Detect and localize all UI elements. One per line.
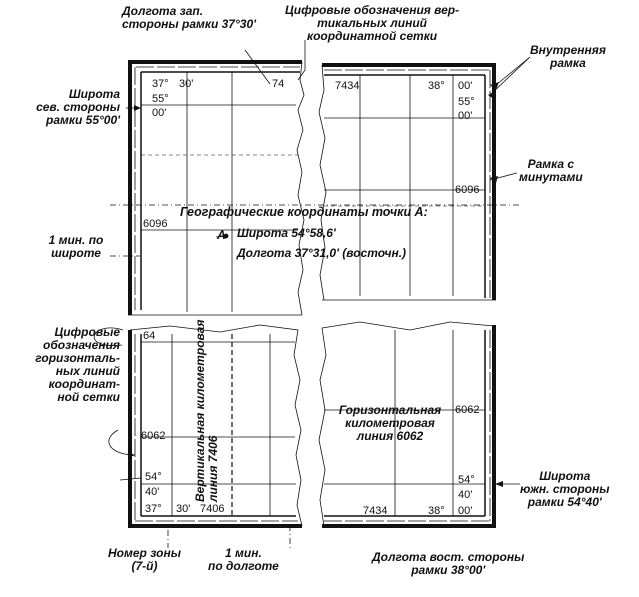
longitude-a-label: Долгота 37°31,0' (восточн.) [237,246,407,260]
br-00-minutes: 00' [458,505,473,517]
point-a-marker [223,233,229,239]
tr-7434: 7434 [335,80,360,92]
tr-38-degrees: 38° [428,80,445,92]
horizontal-km-line-label: Горизонтальная километровая линия 6062 [338,403,442,443]
bl-6062: 6062 [141,430,166,442]
br-6062: 6062 [455,404,480,416]
horizontal-digits-label: Цифровые обозначения горизонталь- ных ли… [35,325,120,404]
sheet-bottom-right [318,321,496,528]
sheet-top-right [318,63,496,301]
br-54-degrees: 54° [458,474,475,486]
one-min-latitude-label: 1 мин. по широте [48,233,104,260]
south-latitude-label: Широта южн. стороны рамки 54°40' [520,469,610,509]
tr-00-minutes-b: 00' [458,110,473,122]
bl-7406: 7406 [200,503,225,515]
bl-54-degrees: 54° [145,471,162,483]
br-38-degrees: 38° [428,505,445,517]
geo-coords-title: Географические координаты точки А: [180,205,428,219]
br-40-minutes: 40' [458,489,473,501]
tl-7406: 74 [272,78,285,90]
tl-30-minutes: 30' [179,78,194,90]
one-min-longitude-label: 1 мин. по долготе [208,546,279,573]
latitude-a-label: Широта 54°58,6' [237,226,336,240]
ml-6096: 6096 [143,218,168,230]
inner-frame-label: Внутренняя рамка [530,43,606,70]
tl-37-degrees: 37° [152,78,169,90]
point-a-label: А [217,228,226,242]
vertical-km-line-label: Вертикальная километровая линия 7406 [193,319,220,502]
tl-55-degrees: 55° [152,93,169,105]
bl-64: 64 [143,330,156,342]
arrow-heads [128,82,503,487]
sheet-top-left [128,60,305,316]
zone-number-label: Номер зоны (7-й) [108,546,182,573]
bl-37-degrees: 37° [145,503,162,515]
bl-40-minutes: 40' [145,486,160,498]
bl-30-minutes: 30' [176,503,191,515]
tl-00-minutes: 00' [152,107,167,119]
br-7434: 7434 [363,505,388,517]
east-longitude-label: Долгота вост. стороны рамки 38°00' [372,550,525,577]
minute-frame-label: Рамка с минутами [519,157,583,184]
tr-00-minutes-a: 00' [458,80,473,92]
reference-lines [110,204,520,550]
west-longitude-label: Долгота зап. стороны рамки 37°30' [122,4,256,31]
tr-55-degrees: 55° [458,96,475,108]
vertical-digits-label: Цифровые обозначения вер- тикальных лини… [285,3,460,43]
tr-6096: 6096 [455,184,480,196]
north-latitude-label: Широта сев. стороны рамки 55°00' [36,87,120,127]
sheet-bottom-left [128,324,303,528]
